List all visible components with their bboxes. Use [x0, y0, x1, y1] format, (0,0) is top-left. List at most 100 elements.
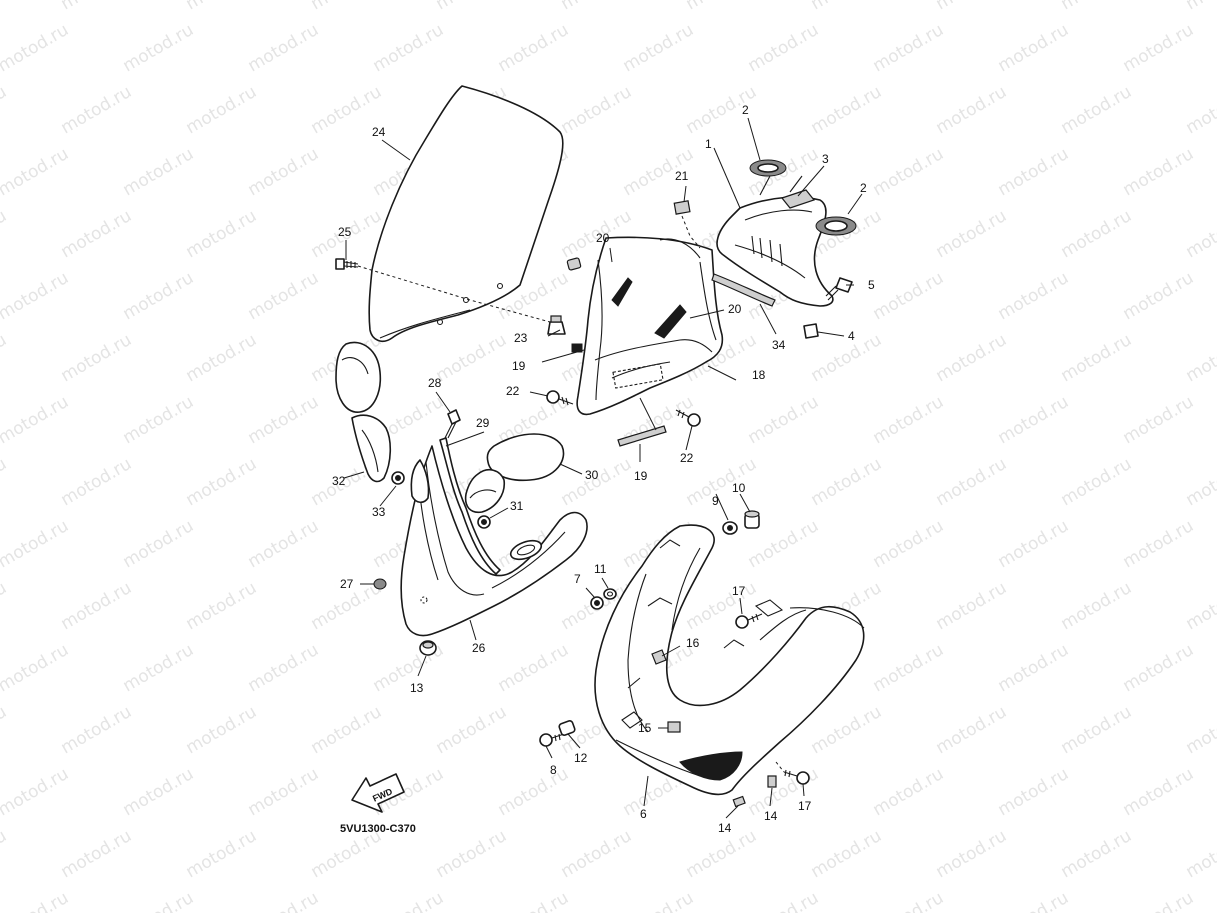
windshield[interactable] [368, 85, 564, 342]
grommet-center[interactable] [780, 189, 816, 209]
meter-bolt[interactable] [825, 277, 853, 301]
watermark-text: motod.ru [183, 578, 261, 634]
callout-23[interactable]: 23 [514, 331, 528, 345]
callout-34[interactable]: 34 [772, 338, 786, 352]
callout-29[interactable]: 29 [476, 416, 490, 430]
clip[interactable] [673, 200, 691, 215]
watermark-text: motod.ru [120, 144, 198, 200]
damper-pad[interactable] [566, 257, 582, 271]
callout-16[interactable]: 16 [686, 636, 700, 650]
watermark-text: motod.ru [370, 20, 448, 76]
callout-1[interactable]: 1 [705, 137, 712, 151]
watermark-text: motod.ru [1120, 888, 1198, 913]
upper-clip[interactable] [651, 649, 667, 665]
callout-17b[interactable]: 17 [798, 799, 812, 813]
callout-17a[interactable]: 17 [732, 584, 746, 598]
watermark-text: motod.ru [0, 454, 10, 510]
watermark-text: motod.ru [620, 20, 698, 76]
callout-19a[interactable]: 19 [512, 359, 526, 373]
trim-strip[interactable] [439, 437, 501, 575]
callout-30[interactable]: 30 [585, 468, 599, 482]
front-cowling[interactable] [594, 524, 865, 796]
mirror-left[interactable] [335, 341, 392, 483]
callout-2a[interactable]: 2 [742, 103, 749, 117]
callout-26[interactable]: 26 [472, 641, 486, 655]
watermark-text: motod.ru [1183, 82, 1217, 138]
inner-panel-screw-right[interactable] [675, 409, 701, 427]
callout-33[interactable]: 33 [372, 505, 386, 519]
cowling-nut[interactable] [477, 515, 491, 529]
callout-9[interactable]: 9 [712, 494, 719, 508]
callout-8[interactable]: 8 [550, 763, 557, 777]
side-cowling[interactable] [400, 445, 588, 637]
small-clip-left[interactable] [732, 795, 746, 808]
callout-18[interactable]: 18 [752, 368, 766, 382]
watermark-text: motod.ru [433, 826, 511, 882]
callouts: 24 25 23 20 21 1 2 3 2 5 4 34 20 18 19 2… [332, 103, 875, 835]
watermark-text: motod.ru [58, 206, 136, 262]
callout-12[interactable]: 12 [574, 751, 588, 765]
side-grommet[interactable] [373, 578, 387, 590]
callout-24[interactable]: 24 [372, 125, 386, 139]
front-screw-lower[interactable] [783, 769, 810, 785]
collar-damper[interactable] [744, 510, 760, 529]
cowling-damper[interactable] [419, 640, 437, 656]
callout-21[interactable]: 21 [675, 169, 689, 183]
callout-20a[interactable]: 20 [596, 231, 610, 245]
watermark-text: motod.ru [183, 0, 261, 14]
watermark-text: motod.ru [495, 764, 573, 820]
watermark-text: motod.ru [0, 826, 10, 882]
meter-nut[interactable] [803, 323, 819, 339]
watermark-text: motod.ru [183, 330, 261, 386]
watermark-text: motod.ru [0, 702, 10, 758]
inner-panel[interactable] [571, 236, 724, 416]
grommet-left[interactable] [749, 159, 787, 177]
callout-25[interactable]: 25 [338, 225, 352, 239]
seal-strip[interactable] [711, 273, 776, 307]
watermark-text: motod.ru [1183, 206, 1217, 262]
watermark-text: motod.ru [0, 206, 10, 262]
cowling-front-nut[interactable] [590, 596, 604, 610]
well-nut[interactable] [547, 315, 566, 335]
watermark-text: motod.ru [745, 392, 823, 448]
watermark-text: motod.ru [0, 20, 72, 76]
collar[interactable] [722, 521, 738, 535]
callout-5[interactable]: 5 [868, 278, 875, 292]
mirror-nut-left[interactable] [391, 471, 405, 485]
washer[interactable] [603, 588, 617, 600]
mirror-right[interactable] [464, 433, 565, 514]
meter-panel[interactable] [716, 175, 834, 307]
callout-31[interactable]: 31 [510, 499, 524, 513]
callout-22a[interactable]: 22 [506, 384, 520, 398]
watermark-text: motod.ru [120, 20, 198, 76]
callout-6[interactable]: 6 [640, 807, 647, 821]
callout-22b[interactable]: 22 [680, 451, 694, 465]
callout-13[interactable]: 13 [410, 681, 424, 695]
watermark-text: motod.ru [120, 640, 198, 696]
small-clip-right[interactable] [767, 775, 777, 788]
callout-11[interactable]: 11 [594, 562, 607, 576]
grommet-right[interactable] [815, 216, 857, 236]
callout-4[interactable]: 4 [848, 329, 855, 343]
trim-screw[interactable] [443, 409, 461, 441]
callout-14b[interactable]: 14 [764, 809, 778, 823]
callout-28[interactable]: 28 [428, 376, 442, 390]
watermark-text: motod.ru [870, 516, 948, 572]
callout-7[interactable]: 7 [574, 572, 581, 586]
callout-27[interactable]: 27 [340, 577, 354, 591]
lower-strip[interactable] [617, 425, 667, 447]
callout-2b[interactable]: 2 [860, 181, 867, 195]
front-screw-upper[interactable] [735, 613, 763, 629]
inner-panel-screw-left[interactable] [546, 390, 574, 406]
callout-14a[interactable]: 14 [718, 821, 732, 835]
callout-19b[interactable]: 19 [634, 469, 648, 483]
callout-10[interactable]: 10 [732, 481, 746, 495]
callout-20b[interactable]: 20 [728, 302, 742, 316]
callout-3[interactable]: 3 [822, 152, 829, 166]
callout-15[interactable]: 15 [638, 721, 652, 735]
lower-clip[interactable] [667, 721, 681, 733]
watermark-text: motod.ru [870, 764, 948, 820]
callout-32[interactable]: 32 [332, 474, 346, 488]
lower-collar[interactable] [558, 720, 576, 736]
windshield-screw[interactable] [335, 258, 359, 270]
